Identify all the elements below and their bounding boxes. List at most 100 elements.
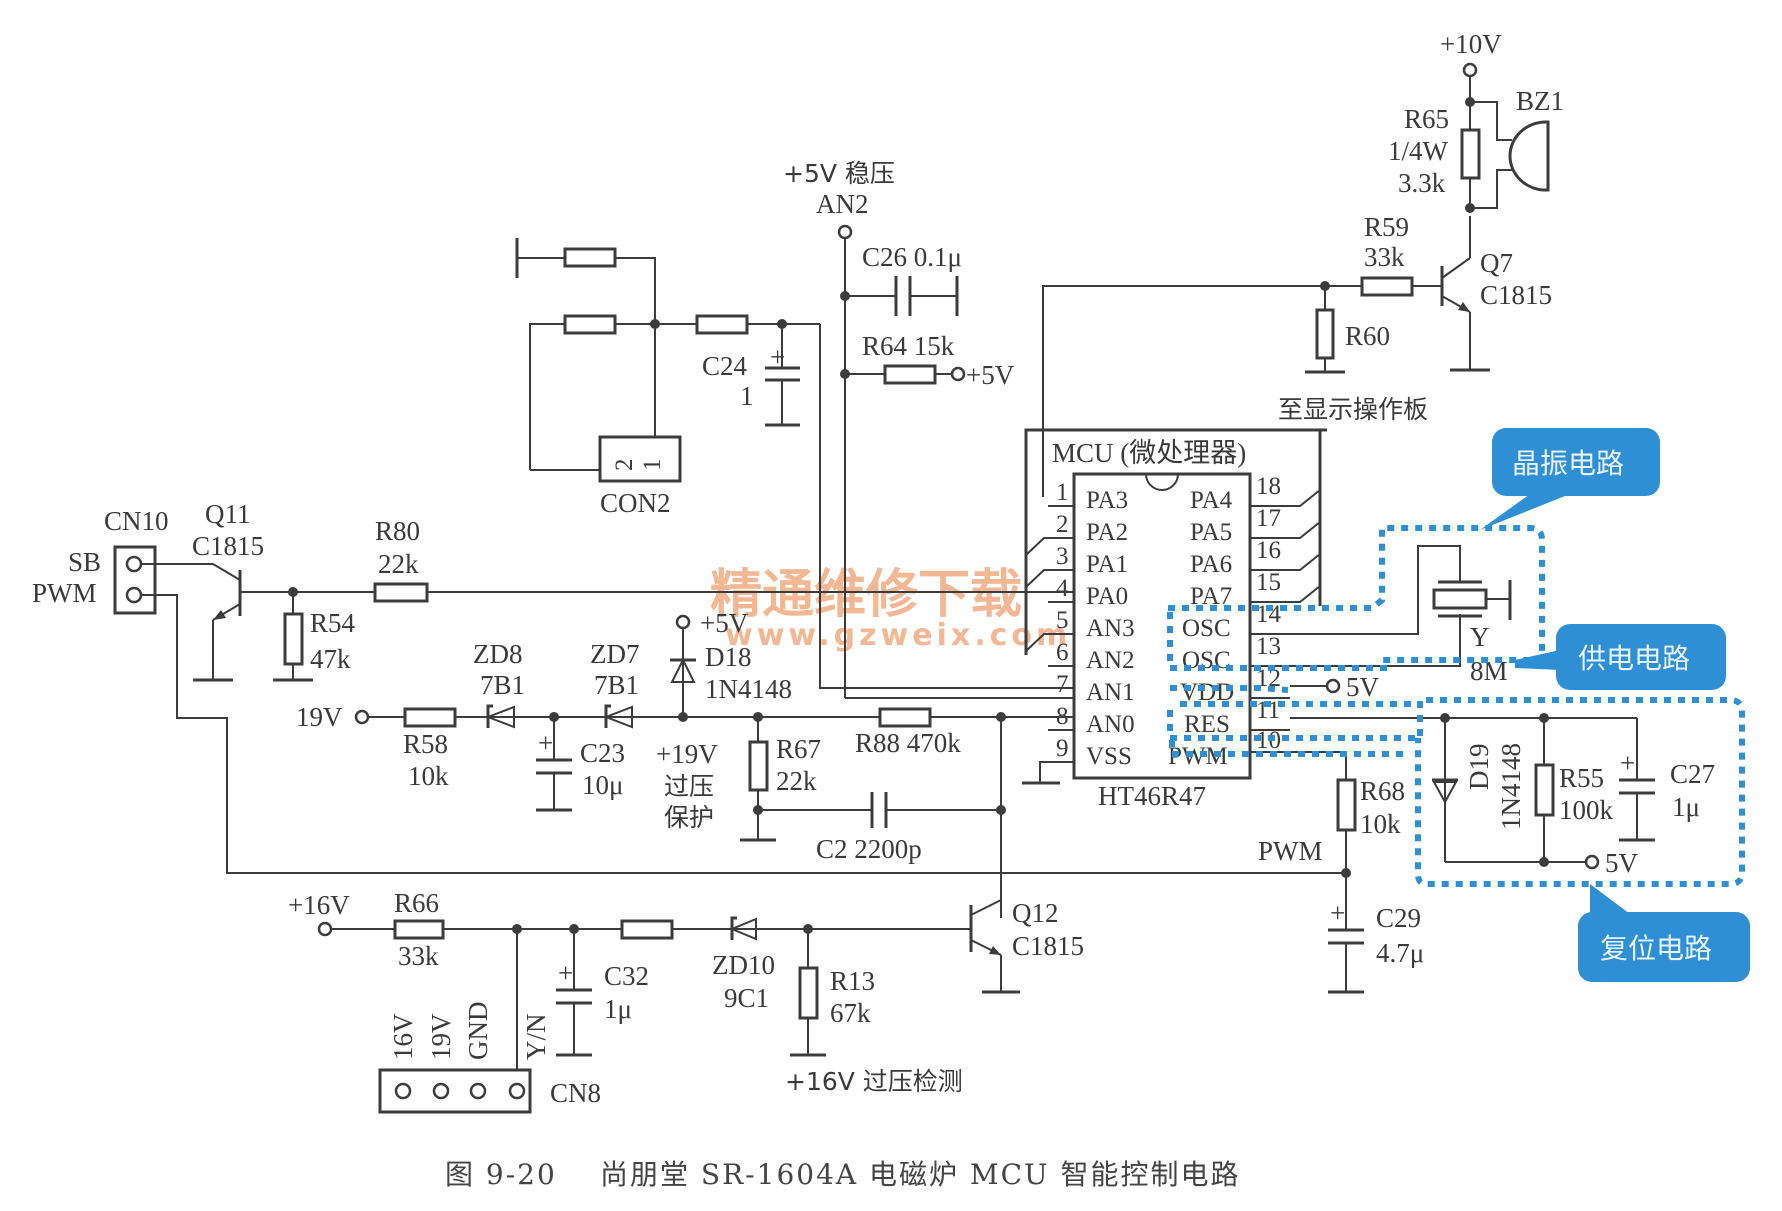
r65-label: R65 — [1404, 104, 1449, 134]
callout-reset: 复位电路 — [1578, 884, 1750, 982]
vss-wire — [1039, 761, 1074, 783]
svg-text:7: 7 — [1056, 671, 1069, 698]
svg-text:VSS: VSS — [1086, 743, 1132, 770]
r54-label: R54 — [310, 608, 356, 638]
svg-text:AN0: AN0 — [1086, 711, 1135, 738]
v16-terminal — [317, 921, 333, 937]
vdd-terminal — [1325, 678, 1341, 694]
r13-label: R13 — [830, 966, 875, 996]
c2-label: C2 2200p — [816, 834, 922, 864]
r65-value: 3.3k — [1398, 168, 1446, 198]
r64-label: R64 15k — [862, 331, 955, 361]
q7-value: C1815 — [1480, 280, 1552, 310]
svg-text:AN1: AN1 — [1086, 679, 1135, 706]
r68-resistor — [1336, 778, 1357, 832]
svg-text:1: 1 — [1056, 479, 1069, 506]
c24-label: C24 — [702, 351, 748, 381]
ov16-label: +16V 过压检测 — [785, 1067, 963, 1096]
reset-region-outline — [1167, 697, 1745, 887]
svg-text:13: 13 — [1256, 633, 1281, 660]
svg-text:PA3: PA3 — [1086, 487, 1128, 514]
r67-label: R67 — [776, 734, 821, 764]
r88-resistor — [878, 707, 932, 728]
q7-label: Q7 — [1480, 248, 1513, 278]
vdd-5v-label: 5V — [1346, 672, 1380, 702]
mcu-block: MCU (微处理器) HT46R47 — [1024, 428, 1327, 811]
r65-power: 1/4W — [1388, 136, 1449, 166]
r54-resistor — [283, 612, 304, 666]
cn8-pin-16v: 16V — [388, 1013, 418, 1060]
cn10-sb-label: SB — [68, 547, 101, 577]
ov19-label-2: 过压 — [664, 772, 714, 801]
zd7-zener-icon — [603, 704, 633, 729]
r59-label: R59 — [1364, 212, 1409, 242]
cn10-label: CN10 — [104, 506, 169, 536]
r13-value: 67k — [830, 998, 871, 1028]
v5-stab-label: +5V 稳压 — [783, 159, 895, 188]
cn10-pwm-label: PWM — [32, 578, 97, 608]
r55-resistor — [1534, 763, 1555, 817]
svg-text:17: 17 — [1256, 505, 1281, 532]
c32-value: 1μ — [604, 994, 632, 1024]
q11-transistor — [193, 570, 375, 682]
zd7-value: 7B1 — [594, 670, 639, 700]
c29-label: C29 — [1376, 903, 1421, 933]
r80-label: R80 — [375, 516, 420, 546]
svg-text:2: 2 — [611, 459, 638, 472]
q12-value: C1815 — [1012, 931, 1084, 961]
ov19-label-3: 保护 — [664, 803, 714, 832]
r54-value: 47k — [310, 644, 351, 674]
svg-text:15: 15 — [1256, 569, 1281, 596]
zd8-value: 7B1 — [480, 670, 525, 700]
zd10-zener-icon — [729, 916, 757, 941]
con2-label: CON2 — [600, 488, 671, 518]
d18-diode-icon — [670, 657, 696, 683]
svg-text:PA1: PA1 — [1086, 551, 1128, 578]
v19-label: 19V — [296, 702, 343, 732]
svg-text:9: 9 — [1056, 735, 1069, 762]
mcu-left-pin-labels: 1 PA3 2 PA2 3 PA1 4 PA0 5 AN3 6 AN2 7 AN… — [1056, 479, 1135, 770]
cn8-label: CN8 — [550, 1078, 601, 1108]
watermark-text: 精通维修下载 — [710, 565, 1022, 625]
svg-text:18: 18 — [1256, 473, 1281, 500]
c24-value: 1 — [740, 381, 754, 411]
v10-label: +10V — [1440, 29, 1502, 59]
svg-text:供电电路: 供电电路 — [1578, 642, 1690, 675]
d18-label: D18 — [705, 642, 752, 672]
r66-resistor — [393, 919, 445, 940]
c23-label: C23 — [580, 738, 625, 768]
pwm-net-wire — [141, 594, 1346, 874]
r67-resistor — [748, 740, 769, 792]
zd10-value: 9C1 — [724, 983, 769, 1013]
cn8-pin-yn: Y/N — [521, 1014, 551, 1061]
zd8-label: ZD8 — [473, 639, 523, 669]
r60-resistor — [1315, 308, 1335, 360]
v5-d18-label: +5V — [700, 608, 749, 638]
callout-power: 供电电路 — [1515, 624, 1726, 690]
bz1-label: BZ1 — [1516, 86, 1564, 116]
r59-value: 33k — [1364, 242, 1405, 272]
con2-resistor-top — [563, 247, 617, 268]
con2-resistor-right — [695, 314, 749, 335]
q11-value: C1815 — [192, 531, 264, 561]
v5-d18-terminal — [675, 614, 691, 630]
zd7-label: ZD7 — [590, 639, 640, 669]
q11-label: Q11 — [205, 499, 251, 529]
v5-r64-label: +5V — [966, 360, 1015, 390]
v10-terminal — [1462, 62, 1478, 78]
c32-label: C32 — [604, 961, 649, 991]
osc1-wire — [1290, 545, 1461, 635]
buzzer-icon — [1508, 120, 1550, 192]
svg-text:AN2: AN2 — [1086, 647, 1135, 674]
r67-value: 22k — [776, 766, 817, 796]
r60-label: R60 — [1345, 321, 1390, 351]
svg-text:+: + — [558, 958, 573, 988]
pwm-net-label: PWM — [1258, 836, 1323, 866]
zd10-series-resistor — [620, 919, 674, 940]
zd10-label: ZD10 — [712, 950, 775, 980]
an2-label: AN2 — [816, 189, 869, 219]
r55-value: 100k — [1559, 795, 1614, 825]
r80-resistor — [373, 582, 429, 603]
watermark-url: www.gzweix.com — [725, 618, 1071, 653]
